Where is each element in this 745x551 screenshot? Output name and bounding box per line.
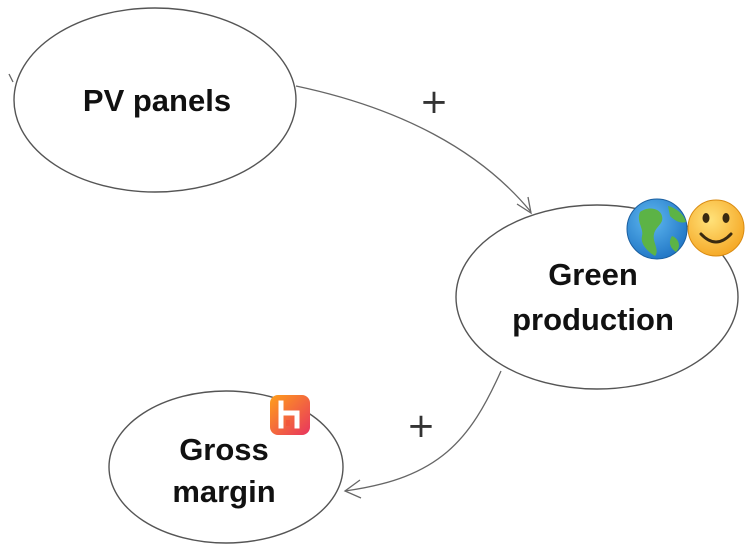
node-pv-panels-ellipse — [13, 7, 297, 193]
polarity-sign-green-to-gross: + — [407, 406, 436, 446]
node-pv-panels-label: PV panels — [83, 83, 231, 118]
node-gross-margin-label-line1: Gross — [179, 432, 269, 467]
node-gross-margin-label-line2: margin — [172, 474, 275, 509]
globe-icon — [626, 198, 688, 260]
smiley-icon — [687, 199, 745, 257]
edge-pv-to-green-arrowhead — [516, 196, 532, 215]
node-green-production-label-line2: production — [512, 302, 674, 337]
edge-stub-left — [8, 73, 14, 83]
edge-green-to-gross-line — [344, 370, 502, 492]
edge-pv-to-green-line — [295, 85, 532, 213]
edge-pv-to-green — [295, 85, 532, 215]
edge-green-to-gross — [343, 370, 502, 499]
h-app-icon — [270, 395, 310, 435]
polarity-sign-pv-to-green: + — [420, 82, 449, 122]
node-pv-panels[interactable]: PV panels — [13, 7, 297, 193]
edge-green-to-gross-arrowhead — [343, 479, 362, 499]
node-green-production-label-line1: Green — [548, 257, 638, 292]
